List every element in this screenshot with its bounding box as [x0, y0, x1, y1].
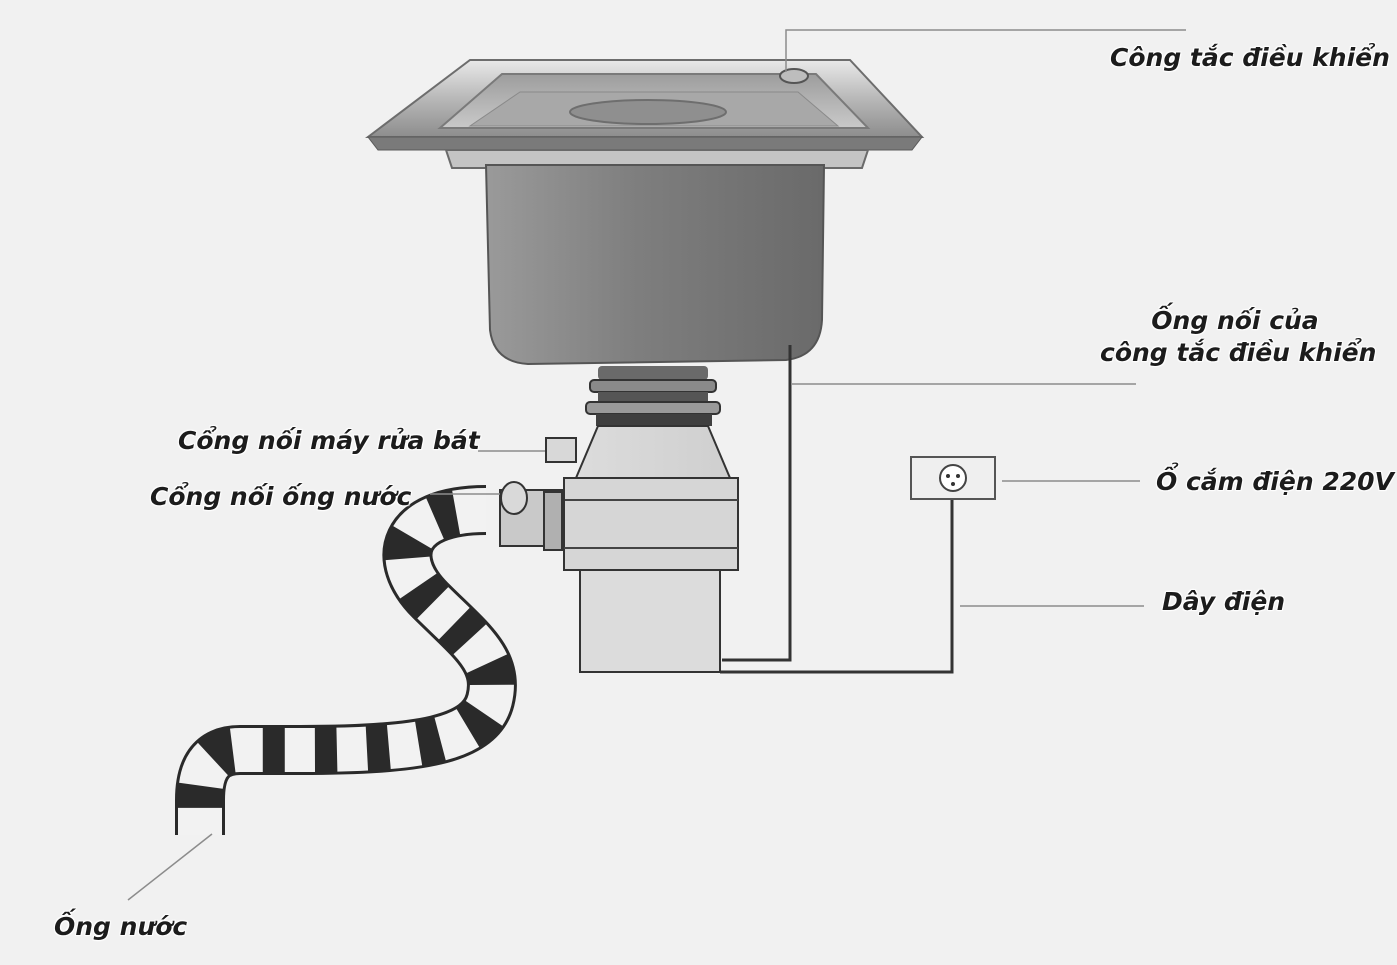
- label-pipe-port: Cổng nối ống nước: [150, 482, 412, 511]
- hose-stripes: [178, 488, 514, 835]
- drain-opening: [569, 99, 727, 125]
- mount-ring-3: [585, 401, 721, 415]
- label-switch-tube-line1: Ống nối của: [1151, 306, 1319, 335]
- disposer-band: [563, 477, 739, 571]
- sink-lip: [444, 149, 870, 169]
- mount-ring-4: [596, 414, 712, 426]
- drain-hose: [175, 485, 517, 835]
- label-water-pipe: Ống nước: [54, 912, 188, 941]
- wiring: [720, 345, 996, 674]
- label-outlet: Ổ cắm điện 220V: [1156, 467, 1394, 496]
- leader-water-pipe: [127, 833, 213, 901]
- label-power-cord: Dây điện: [1162, 587, 1286, 616]
- label-switch-tube-line2: công tắc điều khiển: [1100, 338, 1377, 367]
- mount-ring-2: [598, 392, 708, 402]
- disposer-top: [574, 425, 732, 479]
- disposer: [499, 366, 739, 673]
- leader-lines: [127, 29, 1186, 901]
- mount-ring: [589, 379, 717, 393]
- label-control-switch: Công tắc điều khiển: [1110, 43, 1390, 72]
- sink: [365, 59, 925, 366]
- mount-flange: [598, 366, 708, 380]
- pipe-outlet-cap: [500, 481, 528, 515]
- sink-rim-front: [366, 136, 924, 151]
- sink-bowl: [484, 164, 826, 366]
- hose-outline: [175, 485, 517, 835]
- switch-tube-line: [722, 345, 792, 662]
- disposer-body: [579, 569, 721, 673]
- control-switch-icon: [779, 68, 809, 84]
- leader-control-switch: [785, 29, 1186, 72]
- label-dishwasher-port: Cổng nối máy rửa bát: [178, 426, 480, 455]
- power-cord-line: [720, 490, 954, 674]
- dishwasher-inlet: [545, 437, 577, 463]
- label-switch-tube: Ống nối của công tắc điều khiển: [1100, 305, 1377, 369]
